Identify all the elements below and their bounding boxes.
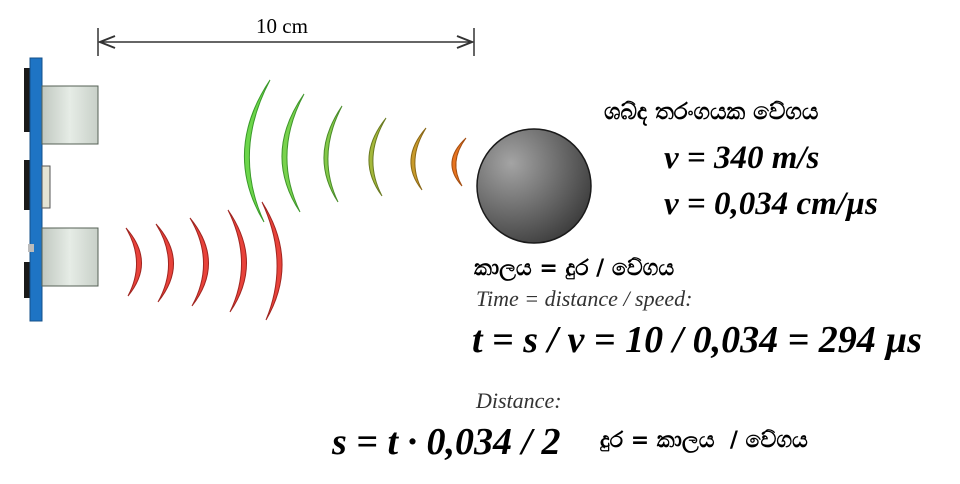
outgoing-wave-arc	[451, 137, 467, 187]
outgoing-wave-arc	[368, 117, 387, 197]
receiver-transducer	[41, 227, 99, 287]
echo-wave-arc	[155, 223, 174, 303]
distance-marker	[97, 28, 475, 56]
time-formula-english: Time = distance / speed:	[476, 286, 693, 311]
speed-equation-ms: v = 340 m/s	[664, 140, 820, 176]
echo-waves	[125, 201, 283, 321]
time-calculation: t = s / v = 10 / 0,034 = 294 µs	[472, 319, 922, 361]
distance-label: 10 cm	[256, 14, 308, 38]
distance-formula-sinhala: දුර = කාලය / වේගය	[600, 428, 808, 453]
outgoing-wave-arc	[281, 93, 305, 213]
sensor-pin	[24, 262, 32, 298]
sensor-pin	[24, 160, 32, 210]
time-formula-sinhala: කාලය = දුර / වේගය	[474, 256, 675, 281]
sensor-pin	[24, 68, 32, 132]
distance-heading: Distance:	[476, 388, 562, 413]
echo-wave-arc	[261, 201, 283, 321]
sound-speed-heading: ශබ්ද තරංගයක වේගය	[604, 99, 819, 125]
sensor-crystal	[41, 165, 51, 209]
outgoing-wave-arc	[410, 127, 427, 191]
transmitter-transducer	[41, 85, 99, 145]
outgoing-waves	[243, 79, 467, 223]
echo-wave-arc	[189, 217, 209, 307]
echo-wave-arc	[227, 209, 247, 313]
speed-equation-cmus: v = 0,034 cm/µs	[664, 186, 878, 222]
ultrasonic-sensor	[24, 57, 99, 322]
outgoing-wave-arc	[243, 79, 271, 223]
sensor-pcb	[29, 57, 43, 322]
distance-formula: s = t · 0,034 / 2	[332, 421, 561, 463]
sensor-connector	[28, 244, 34, 252]
echo-wave-arc	[125, 227, 142, 297]
outgoing-wave-arc	[323, 105, 343, 203]
target-object	[476, 128, 592, 244]
